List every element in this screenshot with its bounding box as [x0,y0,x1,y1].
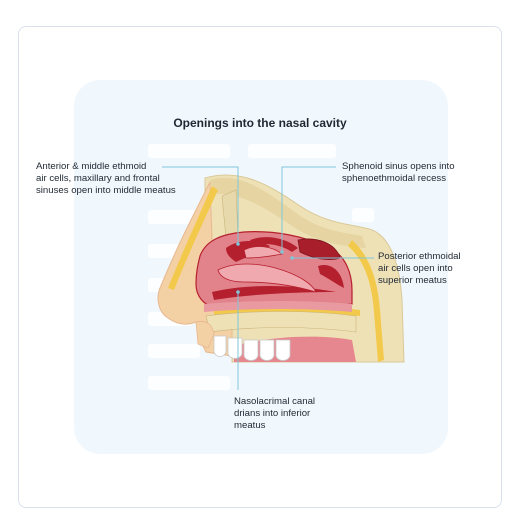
label-ethmoid-posterior: Posterior ethmoidal air cells open into … [378,251,461,286]
middle-concha [217,263,317,293]
leader-dot [236,290,240,294]
placeholder-bar [148,376,230,390]
palate-mucosa [204,301,352,312]
tooth [213,335,227,357]
leader-dot [236,242,240,246]
tooth [275,339,291,361]
label-ethmoid-anterior: Anterior & middle ethmoid air cells, max… [36,161,176,196]
leader-dot [290,256,294,260]
superior-concha [243,246,283,259]
placeholder-bar [148,144,230,158]
tooth [243,339,259,361]
hard-palate [205,311,357,333]
label-nasolacrimal: Nasolacrimal canal drians into inferior … [234,396,316,431]
tooth [227,337,243,359]
superior-meatus-cavity [250,237,298,252]
leader-line-ethmoid-anterior [162,166,239,244]
nasopharynx-cavity [318,264,344,288]
placeholder-bar [352,208,374,222]
label-sphenoid: Sphenoid sinus opens into sphenoethmoida… [342,161,455,184]
leader-dot [280,250,284,254]
leader-lines [162,166,374,390]
placeholder-bar [248,144,336,158]
leader-line-sphenoid [281,166,336,252]
upper-lip [195,320,215,349]
leader-dots [236,242,294,294]
inferior-meatus-cavity [212,286,336,300]
tooth [259,339,275,361]
yellow-strip-back [348,240,384,362]
diagram-title: Openings into the nasal cavity [173,116,347,130]
cranial-band [210,177,366,248]
placeholder-bar [148,344,200,358]
yellow-strip-front [168,186,218,290]
